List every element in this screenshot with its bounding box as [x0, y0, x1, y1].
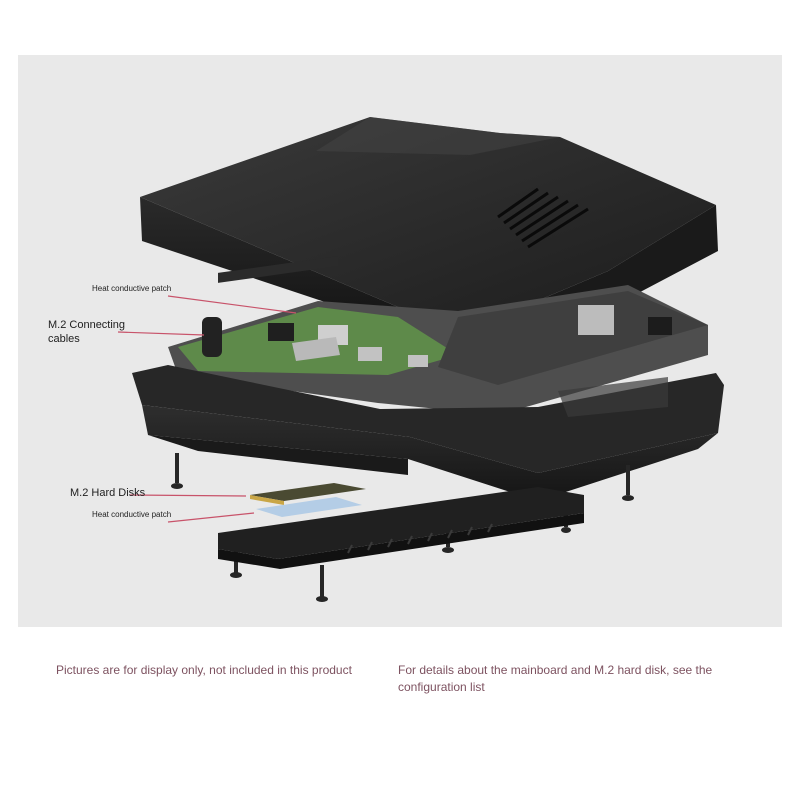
- heat-conductive-patch-bottom: [256, 497, 362, 517]
- exploded-view-illustration: [117, 117, 724, 602]
- usb-c-port: [648, 317, 672, 335]
- usb-port: [358, 347, 382, 361]
- screw: [316, 565, 328, 602]
- bottom-assembly: [218, 483, 584, 569]
- label-m2-hard-disks: M.2 Hard Disks: [70, 487, 146, 499]
- m2-ssd-board: [250, 483, 366, 501]
- mainboard: [168, 256, 708, 415]
- label-m2-connecting-cables: M.2 Connecting cables: [48, 319, 126, 345]
- leader-line-heat-patch-top: [167, 295, 297, 314]
- label-heat-conductive-patch-top: Heat conductive patch: [92, 284, 172, 293]
- bottom-plate: [218, 487, 584, 559]
- soc-chip: [268, 323, 294, 341]
- gpio-header: [218, 256, 338, 283]
- label-heat-conductive-patch-bottom: Heat conductive patch: [92, 510, 172, 519]
- caption-configuration-list: For details about the mainboard and M.2 …: [398, 663, 713, 695]
- product-diagram: Heat conductive patch M.2 Connecting cab…: [18, 55, 782, 627]
- leader-line-m2-disks: [129, 494, 247, 497]
- m2-ribbon-cable: [202, 317, 222, 357]
- screw: [622, 465, 634, 501]
- base-case: [132, 365, 724, 501]
- screw: [171, 453, 183, 489]
- lid-vent-slots: [497, 187, 589, 249]
- ethernet-port: [578, 305, 614, 335]
- leader-lines: [117, 295, 297, 523]
- leader-line-heat-patch-bottom: [167, 512, 255, 523]
- caption-display-only: Pictures are for display only, not inclu…: [56, 663, 352, 677]
- heat-conductive-patch-top: [292, 337, 340, 361]
- hdmi-port: [408, 355, 428, 367]
- leader-line-m2-cables: [117, 331, 205, 336]
